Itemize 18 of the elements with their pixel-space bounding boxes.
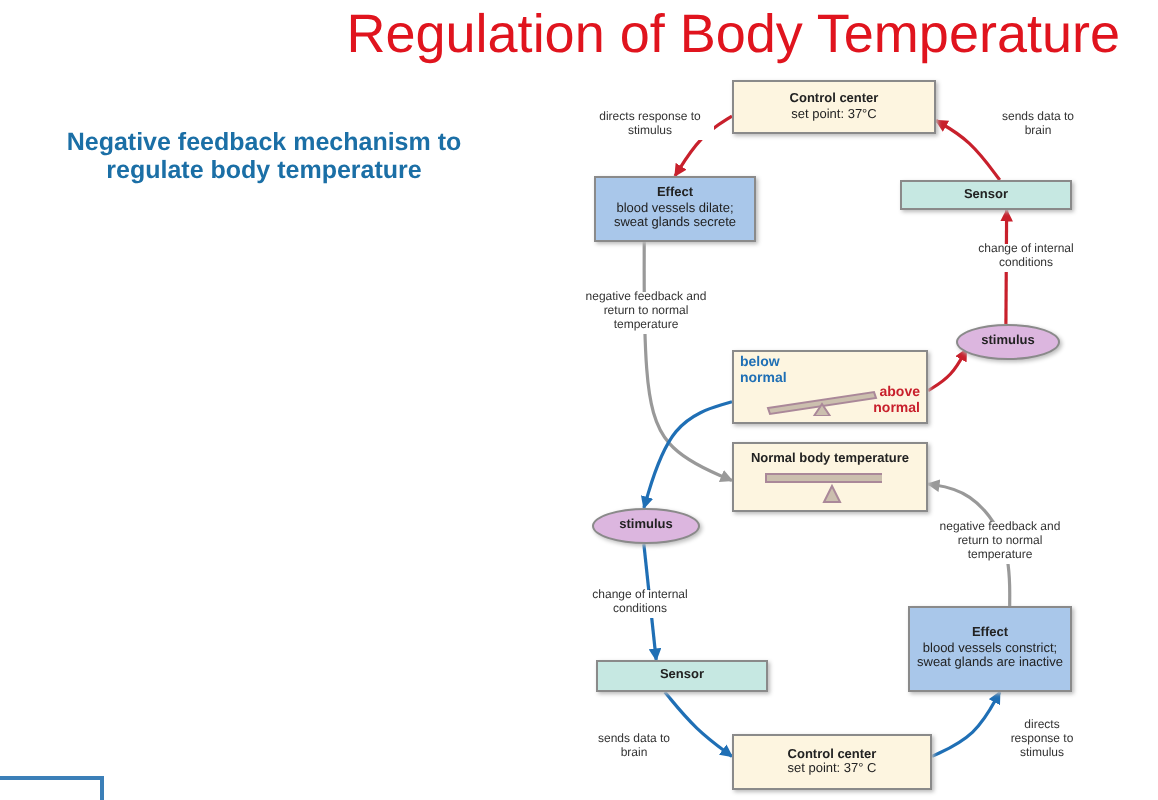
stimulus-ellipse	[592, 508, 700, 544]
stimulus-ellipse	[956, 324, 1060, 360]
arrow	[934, 119, 1002, 181]
arrow	[931, 690, 1002, 758]
process-box	[596, 660, 768, 692]
process-box	[594, 176, 756, 242]
process-box	[908, 606, 1072, 692]
process-box	[732, 80, 936, 134]
subtitle: Negative feedback mechanism to regulate body temperature	[64, 128, 464, 184]
process-box	[732, 442, 928, 512]
arrow	[641, 400, 733, 510]
process-box	[732, 734, 932, 790]
title: Regulation of Body Temperature	[344, 4, 1120, 66]
arrow	[663, 691, 734, 758]
arrow	[673, 114, 733, 178]
process-box	[900, 180, 1072, 210]
process-box	[732, 350, 928, 424]
arrow	[927, 348, 968, 393]
